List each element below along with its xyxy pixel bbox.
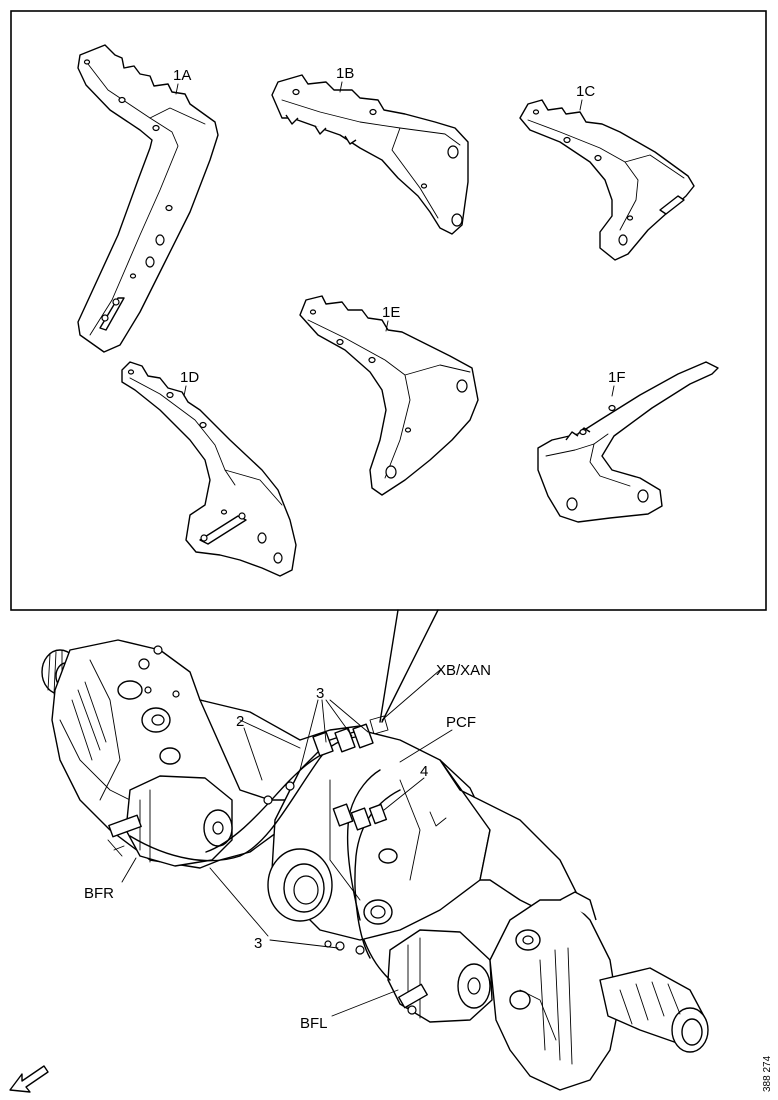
callout-3-bottom: 3	[254, 935, 262, 952]
bracket-1e: 1E	[299, 295, 479, 496]
callout-4: 4	[420, 763, 428, 780]
rear-axle-assembly	[41, 639, 709, 1091]
callout-2: 2	[236, 713, 244, 730]
bracket-label-1a: 1A	[173, 67, 191, 84]
arrow-icon	[9, 1065, 49, 1093]
callout-xb-xan: XB/XAN	[436, 662, 491, 679]
callout-bfl: BFL	[300, 1015, 328, 1032]
callout-pcf: PCF	[446, 714, 476, 731]
bracket-label-1c: 1C	[576, 83, 595, 100]
callout-leaders	[121, 669, 453, 1017]
bracket-1a: 1A	[77, 44, 219, 353]
callout-bfr: BFR	[84, 885, 114, 902]
callout-3-top: 3	[316, 685, 324, 702]
bracket-1f: 1F	[537, 361, 719, 523]
detail-frame	[10, 10, 767, 611]
bracket-1c: 1C	[519, 83, 695, 261]
zoom-leader	[369, 609, 439, 735]
bracket-label-1f: 1F	[608, 369, 626, 386]
reference-code: 388 274	[762, 1055, 773, 1092]
bracket-1d: 1D	[121, 361, 297, 577]
bracket-label-1e: 1E	[382, 304, 400, 321]
bracket-1b: 1B	[271, 65, 469, 235]
bracket-label-1b: 1B	[336, 65, 354, 82]
bracket-label-1d: 1D	[180, 369, 199, 386]
